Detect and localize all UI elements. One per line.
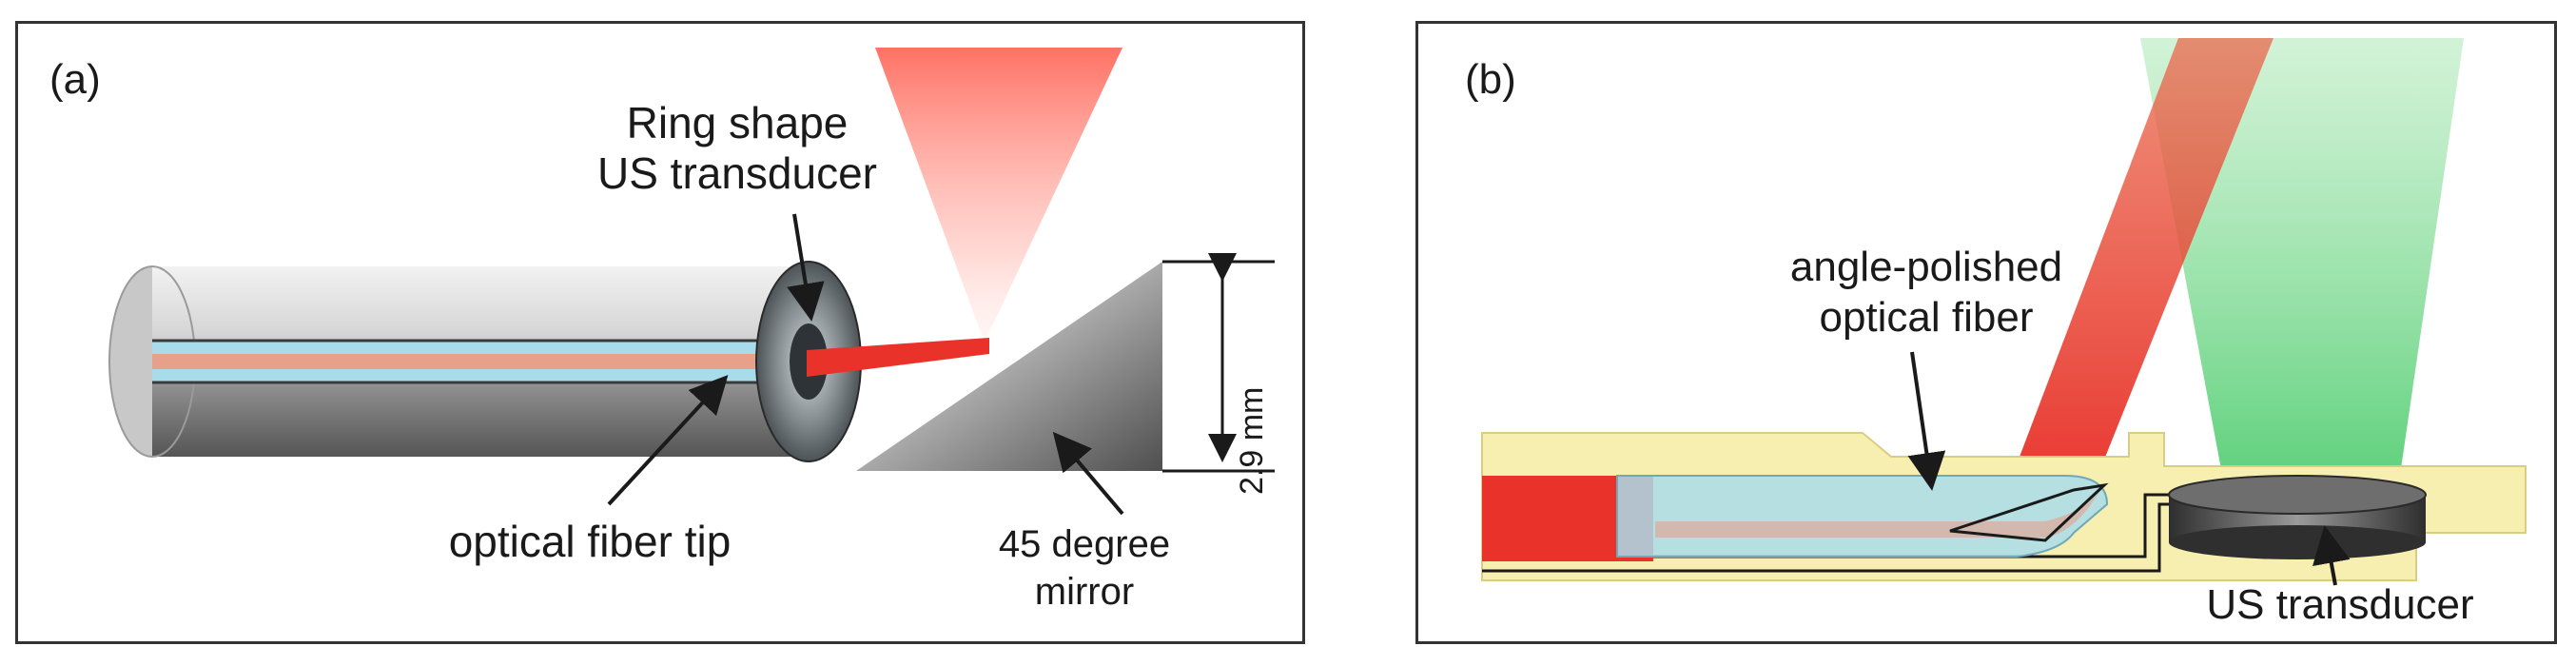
transducer-arrow-b (2313, 525, 2351, 586)
ring-transducer-label-line1: Ring shape (627, 98, 849, 147)
ring-transducer-label-line2: US transducer (597, 148, 877, 198)
mirror-label-line1: 45 degree (999, 523, 1170, 565)
fiber-core-b (1655, 485, 2102, 538)
mirror-label-line2: mirror (1035, 571, 1134, 613)
optical-fiber-b (1616, 475, 2109, 558)
fiber-tip-label: optical fiber tip (449, 517, 732, 566)
dimension-indicator (1162, 253, 1275, 473)
panel-b-label: (b) (1465, 56, 1516, 103)
dimension-label: 2.9 mm (1234, 387, 1270, 495)
fiber-tip-arrow (607, 375, 729, 506)
polished-tip (1949, 482, 2109, 542)
laser-cone (875, 48, 1122, 343)
optical-fiber (152, 339, 809, 384)
mirror-prism (856, 262, 1162, 471)
fiber-label-line2: optical fiber (1819, 294, 2033, 341)
fiber-label-line1: angle-polished (1790, 244, 2062, 290)
laser-beam-b (2017, 38, 2274, 464)
mirror-arrow (1052, 431, 1124, 516)
ring-arrow (787, 213, 825, 322)
fiber-arrow-b (1907, 351, 1946, 491)
transducer-label: US transducer (2206, 581, 2473, 628)
us-transducer-b (2168, 475, 2427, 559)
laser-beam (807, 338, 989, 377)
panel-a-label: (a) (49, 56, 101, 103)
